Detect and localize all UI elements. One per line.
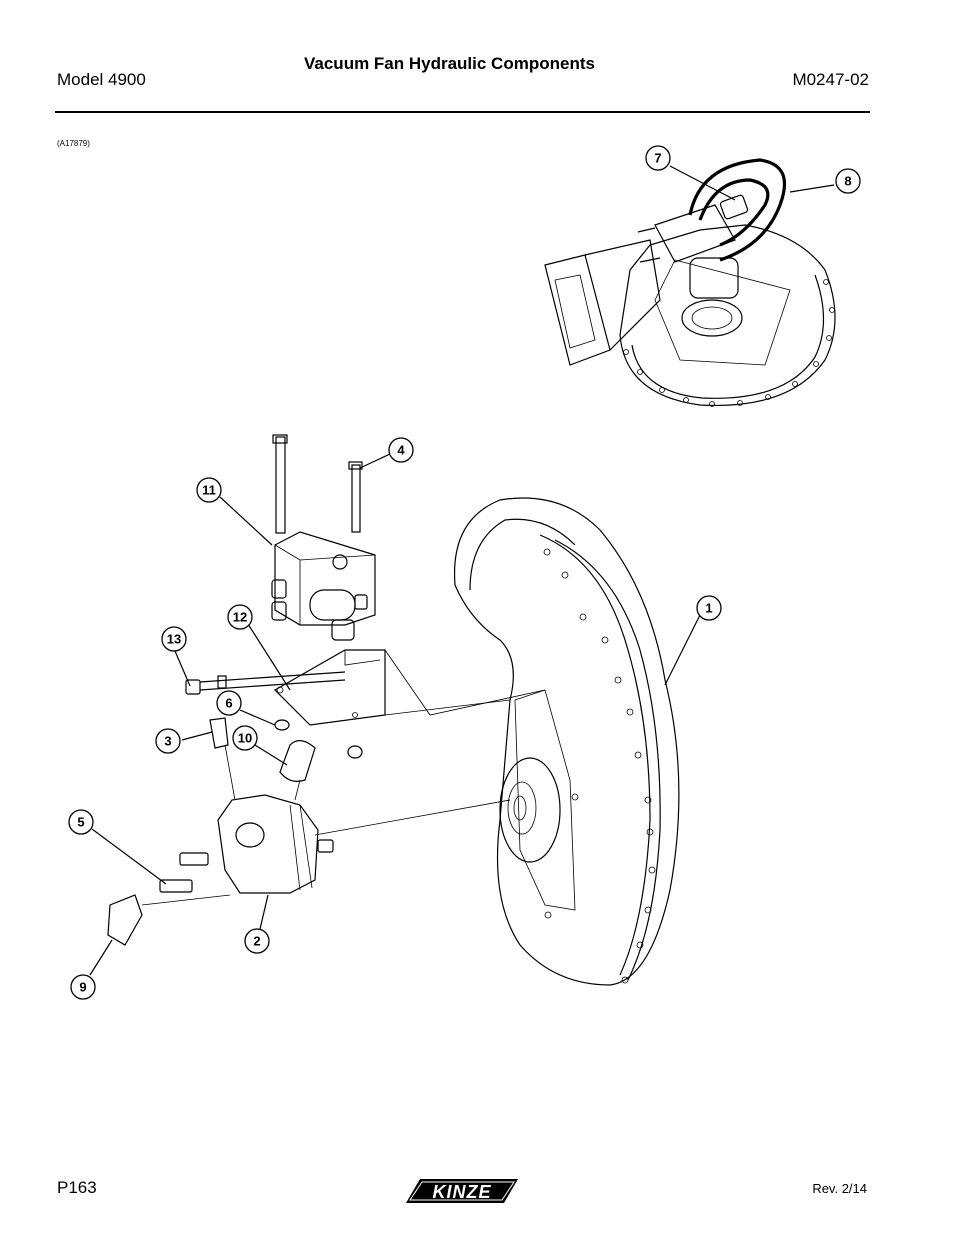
assembled-fan-inset (544, 158, 836, 407)
callout-5: 5 (68, 809, 94, 835)
svg-text:KINZE: KINZE (433, 1182, 492, 1202)
svg-text:10: 10 (238, 731, 252, 746)
leader-lines (89, 165, 835, 976)
svg-text:2: 2 (253, 934, 260, 949)
svg-text:11: 11 (202, 483, 216, 498)
svg-text:9: 9 (79, 980, 86, 995)
figure-id: (A17879) (57, 139, 90, 148)
svg-text:5: 5 (77, 815, 84, 830)
callout-7: 7 (645, 145, 671, 171)
callout-1: 1 (696, 595, 722, 621)
revision-label: Rev. 2/14 (812, 1181, 867, 1196)
header-rule (55, 111, 870, 113)
kinze-logo: KINZE (406, 1179, 518, 1203)
small-hardware (185, 671, 363, 759)
callout-9: 9 (70, 974, 96, 1000)
fan-housing (453, 497, 680, 986)
callout-13: 13 (161, 626, 187, 652)
callout-10: 10 (232, 725, 258, 751)
svg-text:1: 1 (705, 601, 712, 616)
svg-text:13: 13 (167, 632, 181, 647)
callout-3: 3 (155, 728, 181, 754)
hydraulic-motor (107, 717, 511, 946)
callout-8: 8 (835, 168, 861, 194)
callout-4: 4 (388, 437, 414, 463)
callout-2: 2 (244, 928, 270, 954)
page-number: P163 (57, 1178, 97, 1197)
svg-text:12: 12 (233, 610, 247, 625)
svg-text:6: 6 (225, 696, 232, 711)
svg-text:8: 8 (844, 174, 851, 189)
callout-12: 12 (227, 604, 253, 630)
model-label: Model 4900 (57, 70, 146, 89)
valve-block (271, 434, 376, 641)
callout-6: 6 (216, 690, 242, 716)
svg-text:7: 7 (654, 151, 661, 166)
page-title: Vacuum Fan Hydraulic Components (304, 54, 595, 73)
callout-11: 11 (196, 477, 222, 503)
svg-text:3: 3 (164, 734, 171, 749)
document-number: M0247-02 (792, 70, 869, 89)
mounting-bracket (274, 649, 546, 726)
svg-text:4: 4 (397, 443, 405, 458)
